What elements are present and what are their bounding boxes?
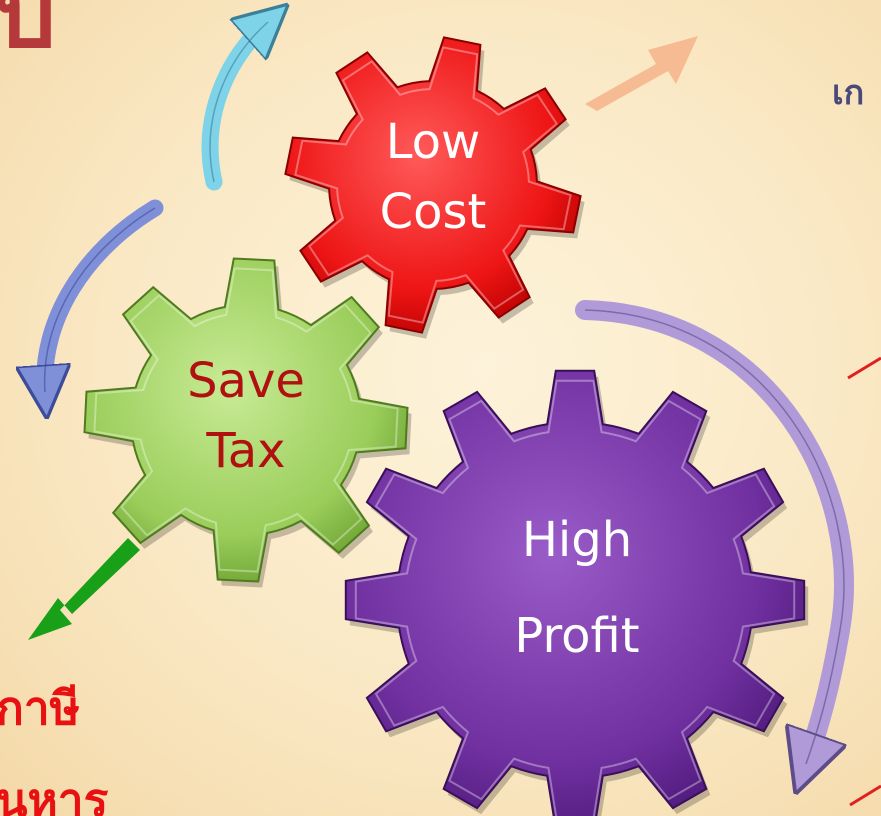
high-profit-label-line2: Profit [514,608,639,664]
accent-line-top [847,356,881,380]
save-tax-label-line1: Save [187,353,305,409]
thai-text-top-right: เก [832,73,864,113]
cyan-curved-arrow [201,22,268,191]
peach-arrow [585,36,698,111]
save-tax-gear [83,257,412,588]
low-cost-label-line2: Cost [380,184,487,240]
accent-line-bottom [849,784,881,807]
title-fragment: ป [0,0,55,69]
gearRed-highlight [294,46,572,324]
high-profit-label-line1: High [522,512,632,568]
gearGreen-highlight [93,267,399,573]
low-cost-gear [284,36,585,339]
low-cost-label-line1: Low [386,114,481,170]
save-tax-label-line2: Tax [205,423,285,479]
gearRed-body [284,36,582,334]
green-arrow [28,538,140,640]
thai-text-bottom-left-2: นหาร [0,773,109,816]
thai-text-bottom-left-1: กาษี [0,681,80,735]
gearPurple-body [344,369,806,816]
gearPurple-highlight [354,379,796,816]
gearGreen-body [83,257,409,583]
high-profit-gear [344,369,809,816]
